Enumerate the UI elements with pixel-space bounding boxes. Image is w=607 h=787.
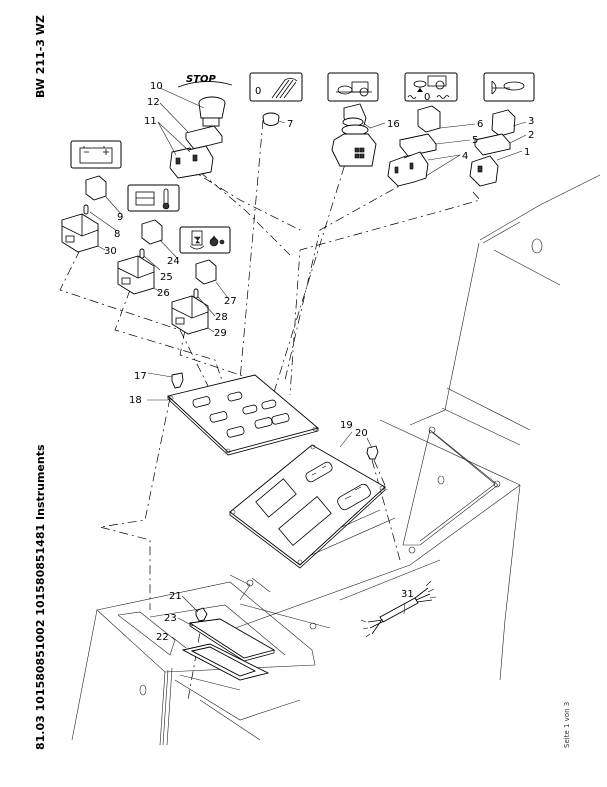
callout-10: 10 [150,81,163,92]
callout-26: 25 [160,272,173,283]
callout-23: 23 [164,613,177,624]
temperature-icon [127,184,180,212]
callout-8: 8 [114,229,120,240]
battery-icon [70,140,122,169]
symbol-stop: STOP [177,74,233,88]
callout-12: 12 [147,97,160,108]
callout-labels: 10 12 11 7 16 6 5 4 3 2 1 9 8 30 24 25 2… [104,81,534,643]
cable-harness [360,580,437,638]
callout-1: 1 [524,147,530,158]
oil-pressure-indicator [171,259,217,335]
callout-30: 29 [214,328,227,339]
screw-17 [171,372,184,389]
emergency-stop-button [169,96,226,179]
callout-7: 7 [287,119,293,130]
callout-4: 4 [462,151,468,162]
callout-16: 16 [387,119,400,130]
horn-icon [483,72,535,102]
vibration-zero-text: 0 [424,92,430,103]
stop-text: STOP [186,74,217,85]
leader-lines [89,87,527,649]
switch-panel [167,374,319,456]
callout-2: 2 [528,130,534,141]
rotary-switch [331,103,377,167]
callout-9: 9 [117,212,123,223]
callout-6: 6 [477,119,483,130]
callout-18: 18 [129,395,142,406]
callout-29: 28 [215,312,228,323]
callout-20: 20 [355,428,368,439]
oil-pressure-icon [179,226,231,254]
light-icon: 0 [249,72,303,102]
callout-11: 11 [144,116,157,127]
callout-22: 22 [156,632,169,643]
callout-17: 17 [134,371,147,382]
temperature-indicator [117,219,163,295]
callout-5: 5 [472,135,478,146]
callout-27: 26 [157,288,170,299]
horn-switch [469,109,516,187]
callout-24: 30 [104,246,117,257]
light-zero-text: 0 [255,86,261,97]
assembly-guide-lines [59,119,481,701]
battery-indicator [61,175,107,253]
vibration-switch [387,105,441,187]
screw-20 [366,445,388,491]
callout-31: 31 [401,589,414,600]
callout-25: 24 [167,256,180,267]
blind-cap [262,112,280,126]
callout-21: 21 [169,591,182,602]
callout-19: 19 [340,420,353,431]
lower-cover-plate [181,607,276,681]
cover-plate [229,444,386,569]
travel-icon [327,72,379,102]
vibration-icon: 0 [404,72,458,103]
callout-28: 27 [224,296,237,307]
callout-3: 3 [528,116,534,127]
